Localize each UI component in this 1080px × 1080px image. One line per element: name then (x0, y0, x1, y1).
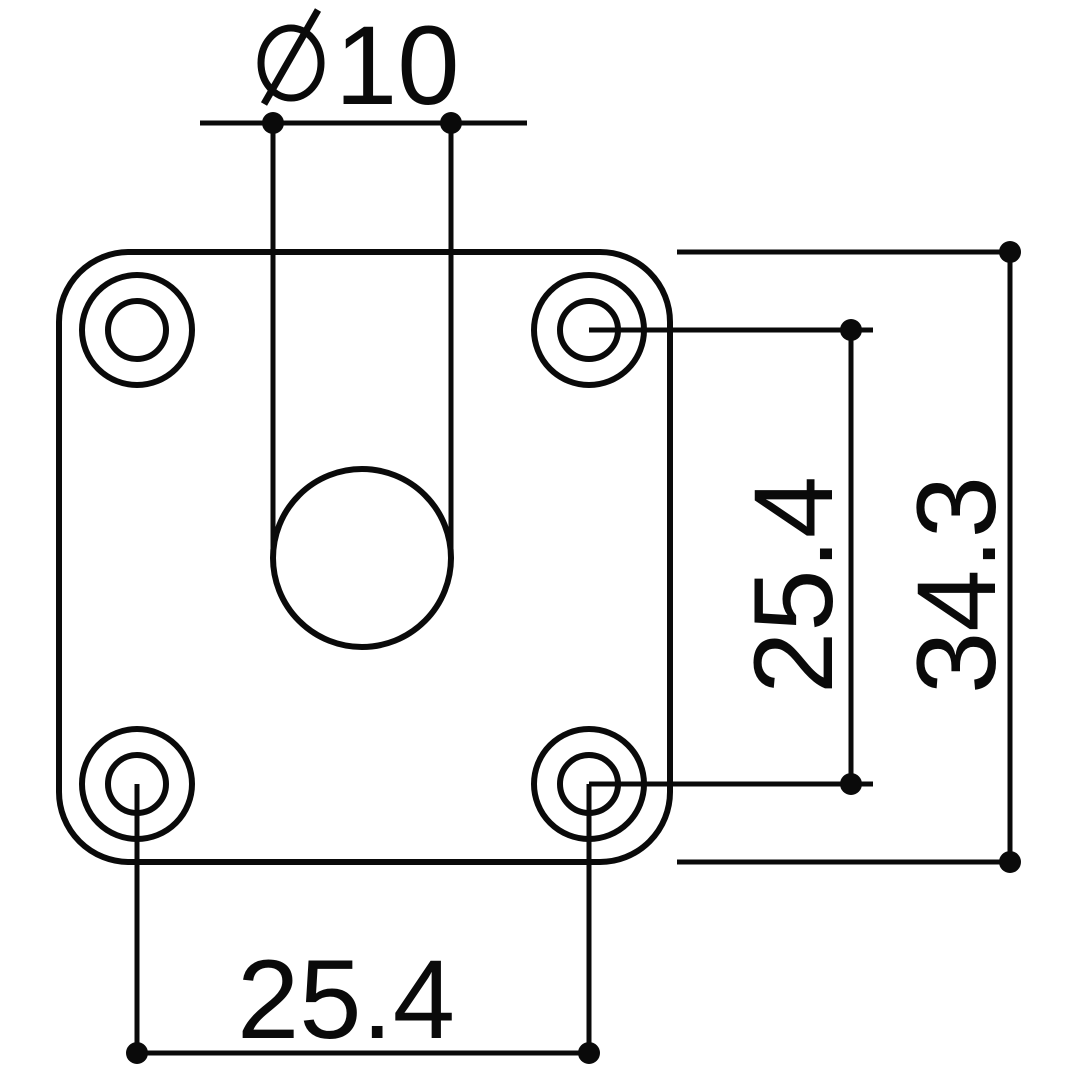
screw-hole-top-left (79, 272, 195, 388)
dimension-endpoint-dot (126, 1042, 148, 1064)
dimension-endpoint-dot (578, 1042, 600, 1064)
dimension-endpoint-dot (840, 773, 862, 795)
plate-outline (56, 249, 673, 865)
diameter-symbol-icon (257, 8, 325, 106)
dimension-overall-size: 34.3 (677, 241, 1021, 873)
jack-hole (270, 466, 454, 650)
plate (56, 249, 673, 865)
screw-hole-inner-circle (105, 298, 169, 362)
dimension-label-hole-diameter: 10 (257, 3, 460, 128)
dimension-endpoint-dot (999, 851, 1021, 873)
dimension-value: 25.4 (237, 937, 455, 1062)
dimension-value: 25.4 (731, 476, 856, 694)
dimension-screw-spacing-horizontal: 25.4 (126, 784, 600, 1064)
dimension-hole-diameter: 10 (200, 3, 527, 557)
dimension-value: 34.3 (894, 476, 1019, 694)
dimension-endpoint-dot (262, 112, 284, 134)
dimension-endpoint-dot (440, 112, 462, 134)
dimension-value: 10 (335, 3, 460, 128)
dimension-endpoint-dot (999, 241, 1021, 263)
screw-hole-outer-circle (79, 272, 195, 388)
dimension-screw-spacing-vertical: 25.4 (589, 319, 873, 795)
dimension-endpoint-dot (840, 319, 862, 341)
